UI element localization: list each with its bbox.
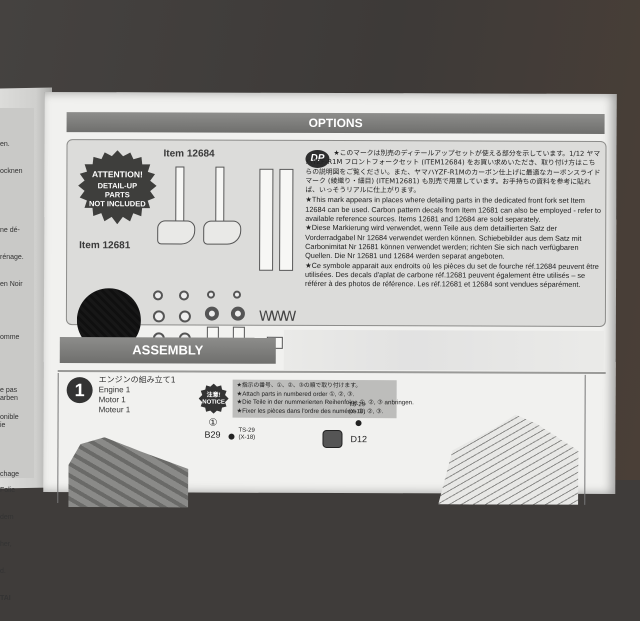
shock-tubes-illustration <box>68 140 606 271</box>
left-page-text-top: en. ocknen ne dé- rénage. en Noir omme e… <box>0 122 24 497</box>
options-text-fr: ★Ce symbole apparait aux endroits où les… <box>305 260 599 290</box>
engine-assembly-illustration <box>438 414 578 504</box>
options-panel: ATTENTION! DETAIL-UP PARTS NOT INCLUDED … <box>65 139 607 353</box>
notice-instructions: ★指示の番号、①、②、③の順で取り付けます。 ★Attach parts in … <box>232 379 414 419</box>
left-text-line: rénage. <box>0 254 24 261</box>
part-d12-illustration <box>322 429 343 449</box>
paint-code-alt: (X-18) <box>238 434 256 441</box>
step-title-en: Engine 1 <box>98 385 131 395</box>
paint-b29: TS-29 (X-18) <box>238 428 255 442</box>
item-12684-label: Item 12684 <box>163 148 215 160</box>
order-number-1: ① <box>208 417 218 429</box>
step-title: エンジンの組み立て1 Engine 1 Motor 1 Moteur 1 <box>99 375 176 415</box>
attention-line: NOT INCLUDED <box>88 199 146 209</box>
options-text-jp: ★このマークは別売のディテールアップセットが使える部分を示しています。1/12 … <box>305 149 601 195</box>
notice-line-fr: ★Fixer les pièces dans l'ordre des numér… <box>236 407 384 415</box>
left-text-line: her, <box>0 541 12 548</box>
paint-code: TS-29 <box>348 402 366 409</box>
assembly-header: ASSEMBLY <box>59 337 276 364</box>
step-title-de: Motor 1 <box>98 395 126 405</box>
spring-icon: WWW <box>258 308 295 325</box>
attention-badge: ATTENTION! DETAIL-UP PARTS NOT INCLUDED <box>77 150 157 224</box>
left-text-line: en Noir <box>0 281 23 288</box>
engine-block-illustration <box>68 437 188 507</box>
left-text-line: d. <box>0 568 6 575</box>
paint-code-alt: (X-18) <box>348 409 366 416</box>
left-text-line: ie <box>0 422 6 429</box>
left-text-line: onible <box>0 414 19 421</box>
options-description: ★このマークは別売のディテールアップセットが使える部分を示しています。1/12 … <box>305 149 601 289</box>
paint-code: TS-29 <box>238 427 255 434</box>
options-text-de: ★Diese Markierung wird verwendet, wenn T… <box>305 223 582 261</box>
left-text-line: en. <box>0 141 10 148</box>
step-title-jp: エンジンの組み立て1 <box>98 375 176 385</box>
attention-line: PARTS <box>104 190 130 200</box>
paint-d12: TS-29 (X-18) <box>349 402 366 416</box>
step-number-badge: 1 <box>66 377 93 404</box>
cement-dot-icon <box>228 433 235 440</box>
attention-line: DETAIL-UP <box>97 181 138 191</box>
options-text-en: ★This mark appears in places where detai… <box>305 195 602 224</box>
part-d12-label: D12 <box>350 434 368 445</box>
left-text-line: Folie <box>0 487 16 494</box>
show-through-print <box>283 329 604 371</box>
detail-parts-illustration: WWW <box>68 140 606 351</box>
step-title-fr: Moteur 1 <box>98 405 131 415</box>
notice-line-de: ★Die Teile in der nummerierten Reihenfol… <box>236 398 414 407</box>
left-text-line: chage <box>0 471 20 478</box>
notice-badge-icon: 注意! NOTICE <box>199 384 229 414</box>
left-text-line: arben <box>0 395 18 402</box>
step-1-panel: 1 エンジンの組み立て1 Engine 1 Motor 1 Moteur 1 注… <box>57 373 586 507</box>
left-text-line: omme <box>0 334 20 341</box>
left-text-line: ocknen <box>0 168 23 175</box>
part-b29-label: B29 <box>204 429 221 440</box>
left-text-line: ne dé- <box>0 227 20 234</box>
left-text-line: dem <box>0 514 14 521</box>
attention-title: ATTENTION! <box>91 169 143 180</box>
left-page-text-bottom: arben ie Folie dem her, d. TAI <box>0 376 18 621</box>
cement-dot-icon <box>355 420 362 427</box>
item-12681-label: Item 12681 <box>79 240 131 252</box>
left-page-panel: en. ocknen ne dé- rénage. en Noir omme e… <box>0 108 34 602</box>
left-text-line: e pas <box>0 387 18 394</box>
notice-en: NOTICE <box>202 399 225 406</box>
instruction-page: OPTIONS ATTENTION! DETAIL-UP PARTS NOT I… <box>43 92 617 494</box>
notice-line-jp: ★指示の番号、①、②、③の順で取り付けます。 <box>236 382 362 390</box>
options-header: OPTIONS <box>66 112 605 134</box>
left-text-line: TAI <box>0 595 11 602</box>
front-fork-illustration <box>68 140 606 245</box>
